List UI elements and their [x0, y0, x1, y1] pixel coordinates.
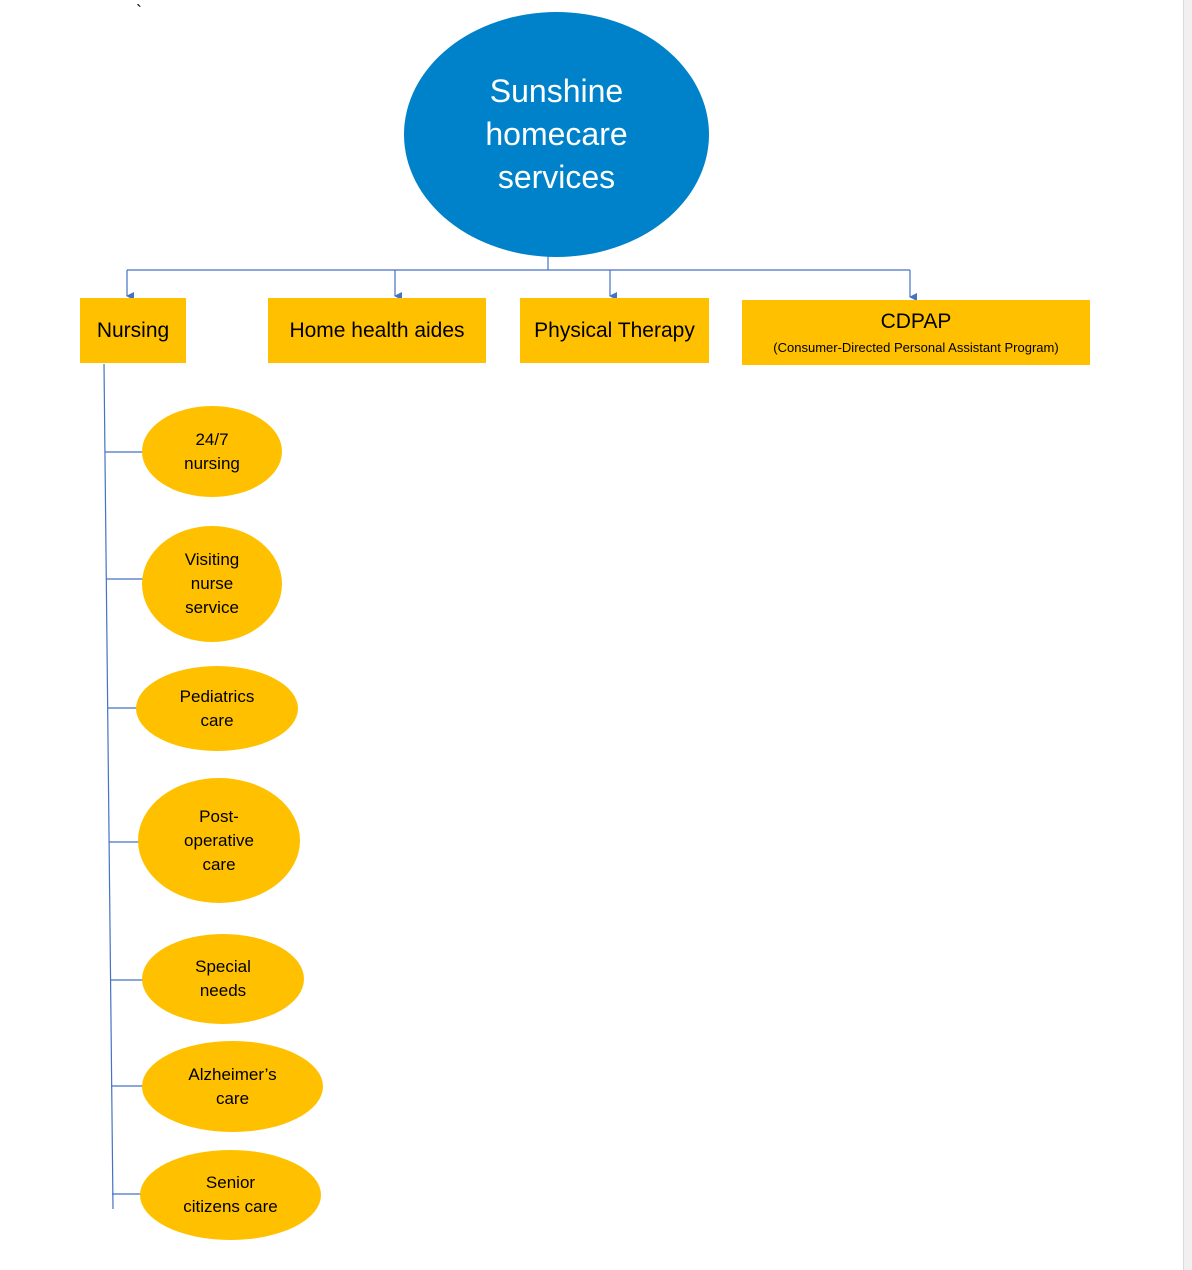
category-home-health-aides: Home health aides	[268, 298, 486, 363]
category-label: CDPAP	[880, 310, 952, 333]
service-oval-visiting-nurse: Visiting nurse service	[142, 526, 282, 642]
category-cdpap: CDPAP (Consumer-Directed Personal Assist…	[742, 300, 1090, 365]
service-oval-24-7-nursing: 24/7 nursing	[142, 406, 282, 497]
category-nursing: Nursing	[80, 298, 186, 363]
category-label: Nursing	[96, 318, 170, 342]
category-sublabel: (Consumer-Directed Personal Assistant Pr…	[773, 340, 1059, 355]
service-oval-senior-citizens: Senior citizens care	[140, 1150, 321, 1240]
service-label: Pediatrics care	[179, 686, 255, 730]
service-oval-special-needs: Special needs	[142, 934, 304, 1024]
service-label: 24/7 nursing	[184, 429, 240, 473]
category-physical-therapy: Physical Therapy	[520, 298, 709, 363]
category-label: Physical Therapy	[534, 318, 695, 342]
service-label: Visiting nurse service	[184, 550, 240, 617]
stray-mark: `	[136, 2, 142, 22]
page-edge	[1183, 0, 1192, 1270]
nursing-spine	[103, 363, 114, 1210]
service-label: Post-operative care	[184, 806, 254, 874]
service-oval-pediatrics: Pediatrics care	[136, 666, 298, 751]
service-label: Special needs	[195, 957, 251, 1000]
service-oval-post-operative: Post-operative care	[138, 778, 300, 903]
service-label: Alzheimer’s care	[188, 1064, 277, 1108]
service-oval-alzheimers: Alzheimer’s care	[142, 1041, 323, 1132]
root-node: Sunshine homecare services	[404, 12, 709, 257]
service-label: Senior citizens care	[183, 1173, 278, 1216]
root-label: Sunshine homecare services	[485, 73, 628, 195]
category-label: Home health aides	[289, 318, 465, 342]
